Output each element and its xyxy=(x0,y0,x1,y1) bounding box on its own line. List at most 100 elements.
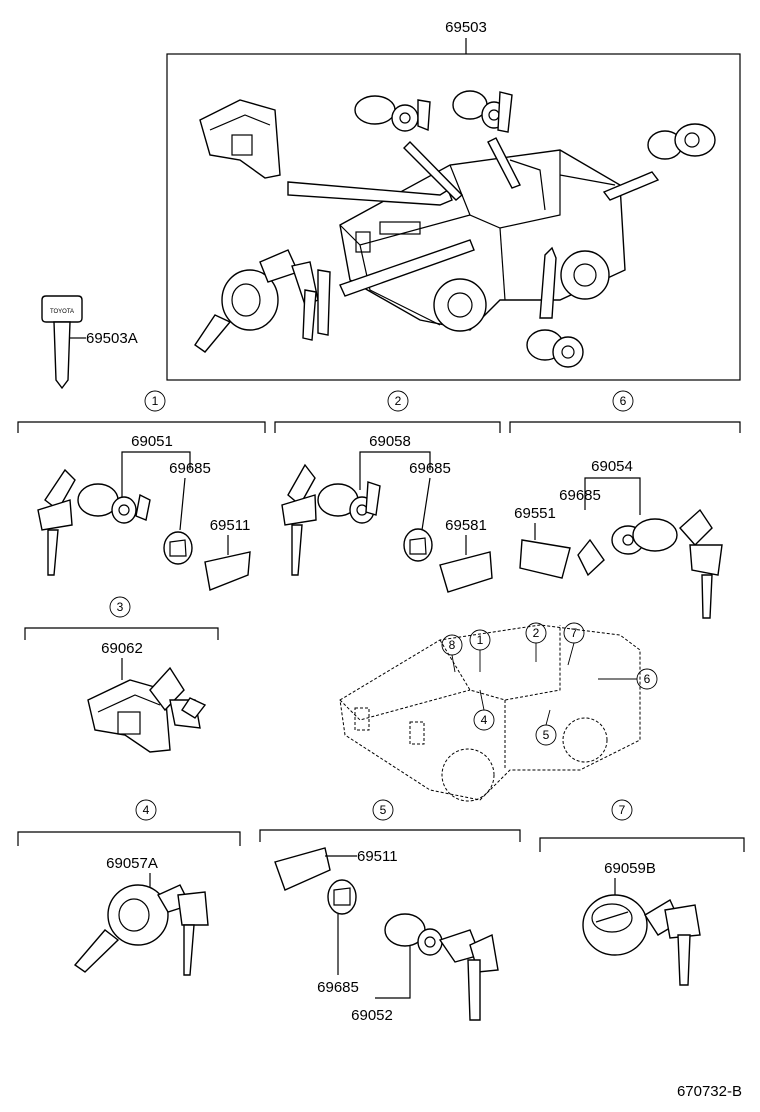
back-door-cylinder-with-keys-icon xyxy=(611,508,723,619)
callout-circle xyxy=(109,596,131,618)
rear-lock-cylinder-with-keys-icon xyxy=(582,894,701,986)
part-number-sec5-clip: 69511 xyxy=(357,848,398,865)
part-number-sec2-pad: 69685 xyxy=(409,460,451,477)
part-number-sec3-cylinder: 69062 xyxy=(101,640,143,657)
part-number-sec2-cylinder: 69058 xyxy=(369,433,411,450)
section-7: 7 69059B xyxy=(539,799,745,986)
callout-3: 3 xyxy=(117,600,124,614)
callout-6-marker: 6 xyxy=(598,668,658,690)
callout-circle xyxy=(611,799,633,821)
callout-7: 7 xyxy=(619,803,626,817)
key-stamp: TOYOTA xyxy=(50,309,74,315)
callout-2: 2 xyxy=(395,394,402,408)
retainer-clip-icon xyxy=(204,551,251,591)
leader-line xyxy=(359,451,431,490)
section-bracket xyxy=(509,421,741,433)
part-number-key-blank: 69503A xyxy=(86,330,138,347)
section-1: 1 69051 69685 69511 xyxy=(17,390,266,591)
fuel-lid-cylinder-icon xyxy=(526,329,584,368)
section-6: 6 69054 69685 69551 xyxy=(509,390,741,619)
part-number-sec1-pad: 69685 xyxy=(169,460,211,477)
vehicle-callout-illustration: 8 1 2 7 6 4 5 xyxy=(339,622,658,802)
callout-4: 4 xyxy=(143,803,150,817)
retainer-clip-icon xyxy=(439,551,493,593)
section-bracket xyxy=(539,837,745,852)
section-bracket xyxy=(274,421,501,433)
leader-line xyxy=(375,940,411,999)
callout-4-marker: 4 xyxy=(473,689,495,731)
direction-arrows xyxy=(287,137,660,319)
door-cylinder-with-keys-icon xyxy=(281,463,381,576)
glove-box-lock-with-keys-icon xyxy=(87,666,207,753)
callout-7-vehicle: 7 xyxy=(571,626,578,640)
part-number-sec2-clip: 69581 xyxy=(445,517,487,534)
callout-1: 1 xyxy=(152,394,159,408)
retainer-clip-icon xyxy=(519,539,571,579)
section-3: 3 69062 xyxy=(24,596,219,753)
callout-2-vehicle: 2 xyxy=(533,626,540,640)
pad-gasket-icon xyxy=(577,538,605,577)
callout-circle xyxy=(144,390,166,412)
part-number-sec6-cylinder: 69054 xyxy=(591,458,633,475)
part-number-sec1-cylinder: 69051 xyxy=(131,433,173,450)
part-number-sec7-cylinder: 69059B xyxy=(604,860,656,877)
door-cylinder-with-keys-icon xyxy=(384,913,499,1021)
part-number-main-set: 69503 xyxy=(445,19,487,36)
leader-line xyxy=(421,477,431,531)
section-bracket xyxy=(259,829,521,842)
part-number-sec5-cylinder: 69052 xyxy=(351,1007,393,1024)
callout-1-marker: 1 xyxy=(469,629,491,672)
pad-gasket-icon xyxy=(333,887,351,906)
callout-6: 6 xyxy=(620,394,627,408)
callout-2-marker: 2 xyxy=(525,622,547,662)
section-bracket xyxy=(24,627,219,640)
callout-5-vehicle: 5 xyxy=(543,728,550,742)
callout-1-vehicle: 1 xyxy=(477,633,484,647)
part-number-sec1-clip: 69511 xyxy=(210,517,251,534)
part-number-sec5-pad: 69685 xyxy=(317,979,359,996)
callout-circle xyxy=(612,390,634,412)
part-number-sec6-pad: 69685 xyxy=(559,487,601,504)
main-set-group: 69503 xyxy=(166,19,741,381)
section-5: 5 69511 69685 69052 xyxy=(259,799,521,1024)
leader-line xyxy=(179,477,186,531)
part-number-sec4-cylinder: 69057A xyxy=(106,855,158,872)
section-bracket xyxy=(17,421,266,433)
callout-circle xyxy=(387,390,409,412)
retainer-clip-icon xyxy=(274,847,331,891)
pad-gasket-icon xyxy=(403,528,433,562)
leader-line xyxy=(584,477,641,515)
ignition-cylinder-icon xyxy=(194,249,331,353)
key-head-icon xyxy=(41,295,83,323)
vehicle-illustration-top xyxy=(339,149,626,332)
door-cylinder-icon xyxy=(452,90,513,133)
callout-6-vehicle: 6 xyxy=(644,672,651,686)
leader-line xyxy=(121,451,191,500)
section-4: 4 69057A xyxy=(17,799,241,976)
callout-circle xyxy=(372,799,394,821)
main-set-frame xyxy=(166,53,741,381)
pad-gasket-icon xyxy=(409,537,427,555)
part-number-sec6-clip: 69551 xyxy=(514,505,556,522)
section-2: 2 69058 69685 69581 xyxy=(274,390,501,593)
callout-8: 8 xyxy=(449,638,456,652)
callout-8-marker: 8 xyxy=(441,634,463,673)
pad-gasket-icon xyxy=(169,539,187,557)
callout-5: 5 xyxy=(380,803,387,817)
ignition-cylinder-with-keys-icon xyxy=(73,884,209,976)
door-cylinder-icon xyxy=(354,95,431,132)
door-cylinder-with-keys-icon xyxy=(37,468,151,576)
callout-7-marker: 7 xyxy=(563,622,585,666)
callout-5-marker: 5 xyxy=(535,709,557,746)
pad-gasket-icon xyxy=(327,879,357,915)
section-bracket xyxy=(17,831,241,846)
key-blade-icon xyxy=(53,321,71,390)
callout-circle xyxy=(135,799,157,821)
glove-box-lock-icon xyxy=(199,99,281,179)
back-door-cylinder-icon xyxy=(647,123,716,160)
key-blank-group: TOYOTA 69503A xyxy=(41,295,138,390)
diagram-code: 670732-B xyxy=(677,1083,742,1100)
callout-4-vehicle: 4 xyxy=(481,713,488,727)
pad-gasket-icon xyxy=(163,531,193,565)
